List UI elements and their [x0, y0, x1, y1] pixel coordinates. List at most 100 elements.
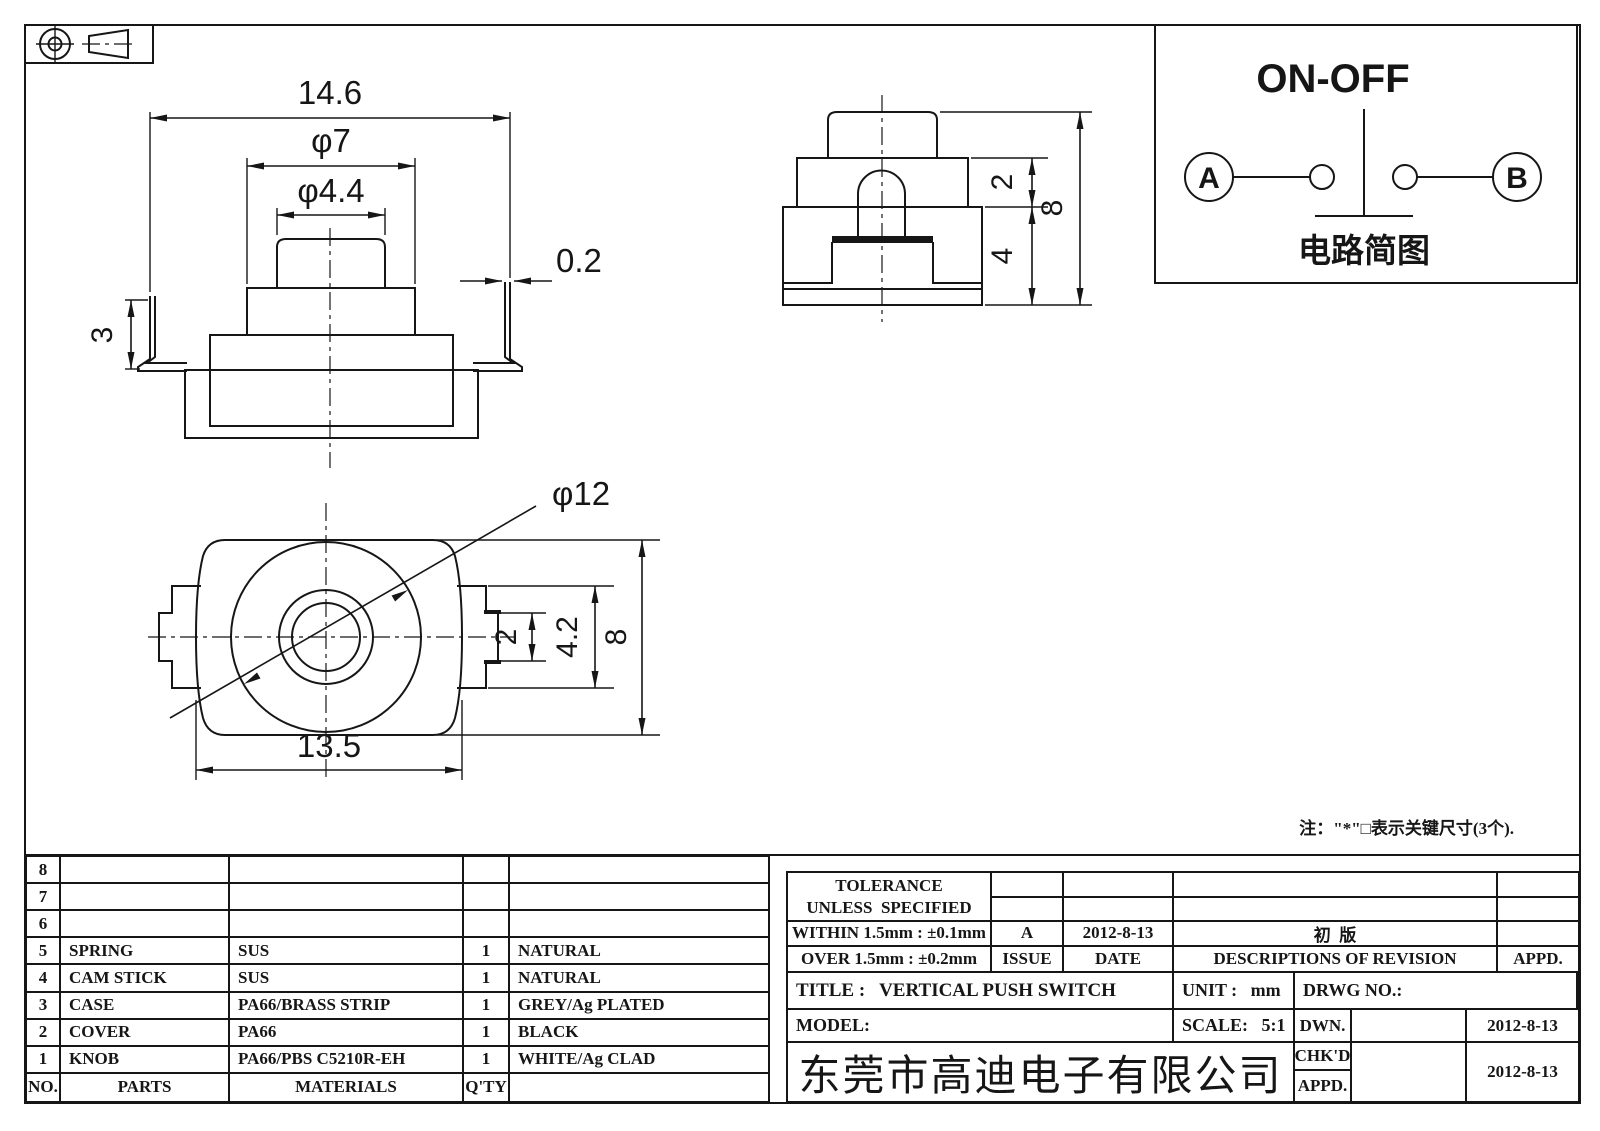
key-dimension-note: 注："*"□表示关键尺寸(3个).	[1299, 819, 1514, 838]
tolerance-header: TOLERANCE UNLESS SPECIFIED	[788, 873, 992, 922]
revision-description-value: 初 版	[1174, 922, 1498, 947]
header-materials: MATERIALS	[230, 1073, 464, 1101]
circuit-title: ON-OFF	[1256, 57, 1409, 101]
empty-cell	[1498, 898, 1578, 922]
part-row-qty	[464, 884, 510, 912]
part-row-material: PA66/BRASS STRIP	[230, 992, 464, 1020]
appd-label: APPD.	[1295, 1071, 1352, 1101]
part-row-qty	[464, 911, 510, 939]
front-view	[137, 228, 523, 468]
part-row-name: SPRING	[61, 938, 230, 966]
title-block: TITLE : VERTICAL PUSH SWITCH UNIT : mm D…	[786, 971, 1580, 1103]
dim-tab-inner: 2	[490, 629, 523, 646]
part-row-no: 6	[27, 911, 61, 939]
dim-tab-outer: 4.2	[551, 616, 584, 658]
header-no: NO.	[27, 1073, 61, 1101]
empty-cell	[1498, 873, 1578, 898]
part-row-finish	[510, 857, 768, 885]
tolerance-line1: TOLERANCE	[835, 876, 943, 896]
front-view-dimensions: 14.6 φ7 φ4.4 0.2 3	[86, 74, 602, 370]
dwn-label: DWN.	[1295, 1010, 1352, 1043]
terminal-b-label: B	[1506, 162, 1528, 195]
model-field: MODEL:	[788, 1010, 1174, 1043]
part-row-finish: BLACK	[510, 1020, 768, 1047]
part-row-material: SUS	[230, 965, 464, 993]
part-row-qty: 1	[464, 1046, 510, 1074]
tolerance-within: WITHIN 1.5mm : ±0.1mm	[788, 922, 992, 947]
scale-field: SCALE: 5:1	[1174, 1010, 1295, 1043]
parts-table: 8 7 6 5 SPRING SUS 1 NATURAL 4 CAM STICK…	[25, 855, 770, 1103]
plan-view-dimensions: φ12 13.5 2 4.2 8	[195, 475, 660, 780]
side-view	[782, 95, 983, 322]
empty-cell	[1064, 873, 1174, 898]
projection-symbol-icon	[24, 24, 154, 64]
empty-cell	[992, 873, 1064, 898]
part-row-material: SUS	[230, 938, 464, 966]
empty-cell	[992, 897, 1064, 922]
part-row-name: CAM STICK	[61, 965, 230, 993]
part-row-no: 1	[27, 1046, 61, 1074]
dim-overall-width: 14.6	[298, 74, 362, 111]
unit-field: UNIT : mm	[1174, 973, 1295, 1010]
header-parts: PARTS	[61, 1073, 230, 1101]
dim-plan-height: 8	[600, 629, 633, 646]
part-row-qty: 1	[464, 938, 510, 966]
part-row-finish: GREY/Ag PLATED	[510, 993, 768, 1020]
empty-cell	[1064, 897, 1174, 922]
tolerance-over: OVER 1.5mm : ±0.2mm	[788, 946, 992, 971]
dim-lead-thickness: 0.2	[556, 242, 602, 279]
drwg-no-label: DRWG NO.:	[1295, 973, 1578, 1010]
issue-value: A	[992, 922, 1064, 947]
part-row-material: PA66	[230, 1019, 464, 1047]
tolerance-line2: UNLESS SPECIFIED	[806, 897, 972, 917]
part-row-name	[61, 884, 230, 912]
drawing-title: TITLE : VERTICAL PUSH SWITCH	[788, 973, 1174, 1010]
header-qty: Q'TY	[464, 1073, 510, 1101]
company-name: 东莞市高迪电子有限公司	[788, 1043, 1295, 1101]
chkd-appd-signature-cell	[1352, 1043, 1467, 1101]
revision-appd-label: APPD.	[1513, 948, 1563, 968]
part-row-no: 3	[27, 992, 61, 1020]
part-row-no: 2	[27, 1019, 61, 1047]
part-row-no: 4	[27, 965, 61, 993]
dim-plan-width: 13.5	[297, 727, 361, 764]
part-row-finish	[510, 884, 768, 912]
descriptions-of-revision-label: DESCRIPTIONS OF REVISION	[1174, 946, 1498, 971]
part-row-material	[230, 911, 464, 939]
part-row-finish: NATURAL	[510, 938, 768, 966]
part-row-no: 5	[27, 938, 61, 966]
empty-cell	[1498, 922, 1578, 947]
part-row-name: KNOB	[61, 1046, 230, 1074]
terminal-a-label: A	[1198, 162, 1220, 195]
part-row-material: PA66/PBS C5210R-EH	[230, 1046, 464, 1074]
dim-total-height: 8	[1036, 200, 1069, 217]
revision-block: TOLERANCE UNLESS SPECIFIED WITHIN 1.5mm …	[786, 871, 1580, 973]
empty-cell	[1174, 897, 1498, 922]
plan-view	[148, 503, 537, 777]
circuit-caption: 电路简图	[1298, 232, 1430, 269]
part-row-finish: NATURAL	[510, 965, 768, 993]
part-row-material	[230, 884, 464, 912]
part-row-qty: 1	[464, 1019, 510, 1047]
dim-body-height: 4	[986, 248, 1019, 265]
issue-date-value: 2012-8-13	[1064, 922, 1174, 947]
part-row-name	[61, 911, 230, 939]
sheet-border	[24, 24, 1581, 1104]
empty-cell	[1174, 873, 1498, 898]
header-finish	[510, 1074, 768, 1101]
part-row-qty	[464, 857, 510, 885]
part-row-finish	[510, 911, 768, 939]
dim-dia-outer: φ7	[311, 122, 351, 159]
part-row-no: 8	[27, 857, 61, 885]
part-row-material	[230, 857, 464, 885]
date-label: DATE	[1064, 946, 1174, 971]
part-row-qty: 1	[464, 992, 510, 1020]
issue-label: ISSUE	[992, 946, 1064, 971]
dwn-date: 2012-8-13	[1467, 1010, 1578, 1043]
part-row-finish: WHITE/Ag CLAD	[510, 1047, 768, 1074]
dim-step-height: 2	[986, 174, 1019, 191]
dim-dia-knob: φ4.4	[297, 172, 364, 209]
part-row-no: 7	[27, 884, 61, 912]
